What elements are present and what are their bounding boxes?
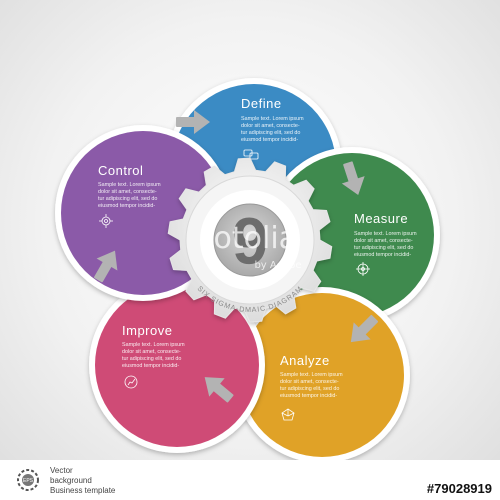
step-text-line: tur adipiscing elit, sed do	[354, 245, 413, 251]
step-text-line: Sample text. Lorem ipsum	[354, 231, 417, 237]
svg-text:EPS: EPS	[23, 478, 34, 484]
step-text-line: tur adipiscing elit, sed do	[280, 386, 339, 392]
step-improve: Improve Sample text. Lorem ipsum dolor s…	[89, 277, 265, 453]
step-text-line: dolor sit amet, consecte-	[280, 379, 339, 385]
footer-bar: EPS Vector background Business template …	[0, 460, 500, 500]
chat-icon	[243, 149, 259, 160]
arrow-icon	[341, 161, 365, 196]
center-number: 6	[232, 204, 269, 278]
step-text-line: tur adipiscing elit, sed do	[98, 196, 157, 202]
petal-circle	[95, 283, 259, 447]
arrow-icon	[94, 250, 118, 283]
step-text-line: eiusmod tempor incidid-	[241, 137, 298, 143]
step-text-line: dolor sit amet, consecte-	[354, 238, 413, 244]
gear-icon	[99, 214, 113, 228]
step-text-line: Sample text. Lorem ipsum	[241, 116, 304, 122]
footer-description: Vector background Business template	[50, 466, 115, 496]
eps-badge-icon: EPS	[17, 469, 39, 491]
step-text-line: dolor sit amet, consecte-	[98, 189, 157, 195]
step-text-line: eiusmod tempor incidid-	[98, 203, 155, 209]
footer-line: Vector	[50, 466, 73, 475]
network-icon	[281, 408, 295, 421]
step-title: Define	[241, 96, 282, 111]
dmaic-diagram: Define Sample text. Lorem ipsum dolor si…	[55, 78, 440, 460]
step-analyze: Analyze Sample text. Lorem ipsum dolor s…	[234, 287, 410, 460]
stock-id: #79028919	[426, 481, 492, 496]
step-text-line: dolor sit amet, consecte-	[241, 123, 300, 129]
step-text-line: Sample text. Lorem ipsum	[98, 182, 161, 188]
flow-arrows	[94, 110, 379, 403]
gear-hub	[213, 203, 287, 277]
step-text-line: Sample text. Lorem ipsum	[122, 342, 185, 348]
footer-line: Business template	[50, 486, 116, 495]
crosshair-icon	[356, 262, 370, 276]
step-text-line: dolor sit amet, consecte-	[122, 349, 181, 355]
step-title: Control	[98, 163, 143, 178]
step-text-line: tur adipiscing elit, sed do	[122, 356, 181, 362]
watermark-brand: fotolia	[203, 221, 297, 256]
step-text-line: eiusmod tempor incidid-	[280, 393, 337, 399]
step-text-line: eiusmod tempor incidid-	[122, 363, 179, 369]
watermark-sub: by Adobe	[254, 260, 301, 271]
step-text-line: tur adipiscing elit, sed do	[241, 130, 300, 136]
step-title: Improve	[122, 323, 172, 338]
step-text-line: Sample text. Lorem ipsum	[280, 372, 343, 378]
arrow-icon	[176, 110, 210, 134]
footer-line: background	[50, 476, 92, 485]
arrow-icon	[350, 314, 379, 343]
step-title: Measure	[354, 211, 408, 226]
growth-chart-icon	[124, 375, 138, 389]
arrow-icon	[204, 377, 234, 403]
step-title: Analyze	[280, 353, 330, 368]
step-text-line: eiusmod tempor incidid-	[354, 252, 411, 258]
